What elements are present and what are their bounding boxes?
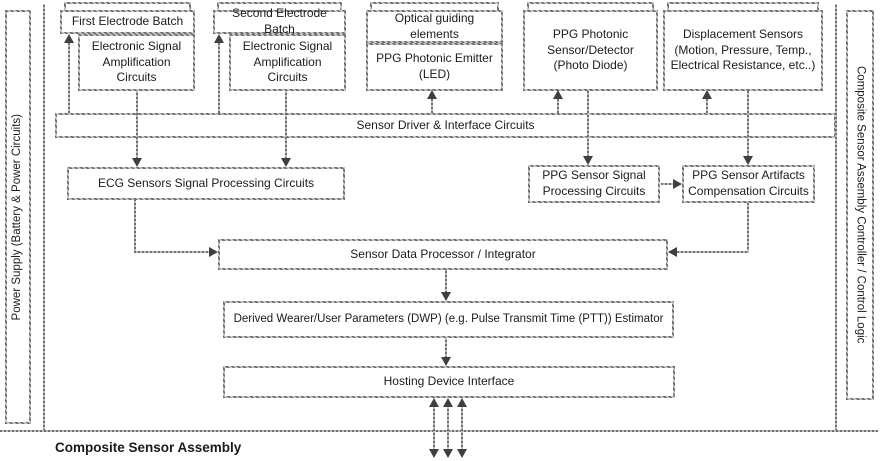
connector-line xyxy=(677,251,749,253)
container-left-border xyxy=(43,4,45,431)
optical-guiding-label: Optical guiding elements xyxy=(394,10,475,41)
ppg-emitter-box: PPG Photonic Emitter (LED) xyxy=(366,43,503,91)
arrow-up-icon xyxy=(214,34,224,43)
connector-line xyxy=(218,43,220,113)
container-right-border xyxy=(835,4,837,431)
arrow-down-icon xyxy=(441,357,451,366)
group-cap xyxy=(527,2,654,11)
controller-bar: Composite Sensor Assembly Controller / C… xyxy=(846,10,874,400)
arrow-up-icon xyxy=(702,90,712,99)
second-electrode-batch-label: Second Electrode Batch xyxy=(232,6,327,36)
connector-line xyxy=(557,99,559,113)
ppg-detector-box: PPG Photonic Sensor/Detector (Photo Diod… xyxy=(523,10,658,91)
connector-line xyxy=(747,203,749,253)
controller-label: Composite Sensor Assembly Controller / C… xyxy=(854,66,867,344)
arrow-down-icon xyxy=(429,449,439,458)
ppg-signal-processing-label: PPG Sensor Signal Processing Circuits xyxy=(542,168,646,198)
arrow-down-icon xyxy=(132,158,142,167)
hosting-interface-label: Hosting Device Interface xyxy=(383,374,515,389)
connector-line xyxy=(285,91,287,159)
first-electrode-batch-label: First Electrode Batch xyxy=(71,14,184,29)
connector-line xyxy=(445,270,447,293)
ppg-artifacts-box: PPG Sensor Artifacts Compensation Circui… xyxy=(682,165,815,203)
second-amplification-box: Electronic Signal Amplification Circuits xyxy=(229,34,346,91)
arrow-right-icon xyxy=(209,247,218,257)
connector-line xyxy=(447,405,449,451)
container-bottom-border xyxy=(0,430,878,432)
second-electrode-batch-box: Second Electrode Batch xyxy=(213,6,346,36)
arrow-up-icon xyxy=(427,90,437,99)
power-supply-bar: Power Supply (Battery & Power Circuits) xyxy=(5,10,31,424)
arrow-down-icon xyxy=(583,156,593,165)
connector-line xyxy=(431,99,433,113)
data-processor-label: Sensor Data Processor / Integrator xyxy=(350,246,536,261)
assembly-caption: Composite Sensor Assembly xyxy=(55,440,242,455)
arrow-up-icon xyxy=(457,398,467,407)
sensor-driver-bar: Sensor Driver & Interface Circuits xyxy=(55,113,836,138)
arrow-right-icon xyxy=(673,179,682,189)
arrow-down-icon xyxy=(441,292,451,301)
arrow-up-icon xyxy=(429,398,439,407)
displacement-sensors-box: Displacement Sensors (Motion, Pressure, … xyxy=(663,10,823,91)
arrow-down-icon xyxy=(281,158,291,167)
hosting-interface-box: Hosting Device Interface xyxy=(223,366,675,398)
group-cap xyxy=(667,2,819,11)
power-supply-label: Power Supply (Battery & Power Circuits) xyxy=(11,113,24,321)
arrow-left-icon xyxy=(668,247,677,257)
group-cap xyxy=(370,2,499,11)
ecg-processing-box: ECG Sensors Signal Processing Circuits xyxy=(67,167,345,200)
connector-line xyxy=(747,91,749,157)
arrow-up-icon xyxy=(64,34,74,43)
group-cap xyxy=(64,2,191,11)
arrow-down-icon xyxy=(443,449,453,458)
first-amplification-box: Electronic Signal Amplification Circuits xyxy=(78,34,195,91)
connector-line xyxy=(134,200,136,253)
connector-line xyxy=(136,91,138,159)
arrow-down-icon xyxy=(743,156,753,165)
arrow-up-icon xyxy=(553,90,563,99)
connector-line xyxy=(433,405,435,451)
ppg-artifacts-label: PPG Sensor Artifacts Compensation Circui… xyxy=(688,168,809,198)
connector-line xyxy=(706,99,708,113)
arrow-up-icon xyxy=(443,398,453,407)
first-electrode-batch-box: First Electrode Batch xyxy=(60,10,195,34)
ppg-signal-processing-box: PPG Sensor Signal Processing Circuits xyxy=(528,165,660,203)
connector-line xyxy=(587,91,589,157)
optical-guiding-box: Optical guiding elements xyxy=(366,10,503,43)
data-processor-box: Sensor Data Processor / Integrator xyxy=(218,239,668,270)
ppg-emitter-label: PPG Photonic Emitter (LED) xyxy=(376,51,493,81)
connector-line xyxy=(661,183,674,185)
dwp-estimator-box: Derived Wearer/User Parameters (DWP) (e.… xyxy=(223,301,674,338)
connector-line xyxy=(461,405,463,451)
ppg-detector-label: PPG Photonic Sensor/Detector (Photo Diod… xyxy=(547,26,634,73)
dwp-estimator-label: Derived Wearer/User Parameters (DWP) (e.… xyxy=(233,312,664,325)
displacement-sensors-label: Displacement Sensors (Motion, Pressure, … xyxy=(670,26,816,73)
group-cap xyxy=(217,2,342,11)
second-amplification-label: Electronic Signal Amplification Circuits xyxy=(242,38,333,85)
connector-line xyxy=(445,338,447,358)
ecg-processing-label: ECG Sensors Signal Processing Circuits xyxy=(97,175,315,190)
arrow-down-icon xyxy=(457,449,467,458)
sensor-driver-label: Sensor Driver & Interface Circuits xyxy=(356,117,535,132)
connector-line xyxy=(68,43,70,113)
first-amplification-label: Electronic Signal Amplification Circuits xyxy=(91,38,182,85)
connector-line xyxy=(134,251,209,253)
